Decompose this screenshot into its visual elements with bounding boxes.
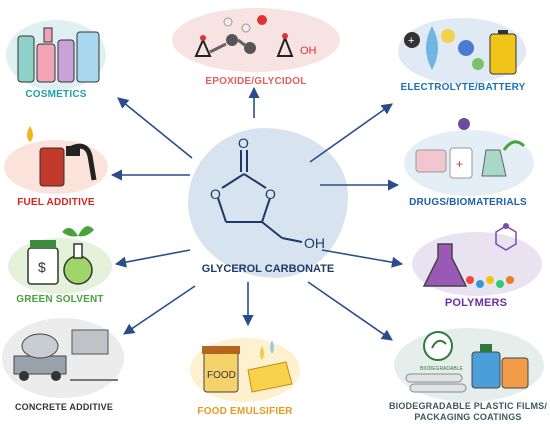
arrow-polymers [321, 249, 404, 268]
cosmetics-label: COSMETICS [25, 89, 87, 100]
dollar-sign: $ [38, 259, 46, 275]
drugs-label: DRUGS/BIOMATERIALS [409, 197, 527, 208]
epoxide-blob [172, 8, 340, 72]
polymers-label: POLYMERS [444, 297, 508, 309]
hydroxyl-label: OH [300, 45, 317, 57]
solvent-blob [8, 238, 112, 294]
biodegradable-badge: BIODEGRADABLE [420, 366, 463, 372]
glycerol-carbonate-label: GLYCEROL CARBONATE [201, 263, 335, 275]
plastics-label-line1: BIODEGRADABLE PLASTIC FILMS/ [388, 401, 548, 411]
svg-text:+: + [456, 157, 463, 171]
concrete-additive-label: CONCRETE ADDITIVE [14, 402, 114, 412]
svg-text:+: + [408, 35, 414, 47]
hydroxyl-group: OH [304, 235, 325, 251]
drugs-biomaterials-icon: + [415, 118, 526, 179]
carbonyl-oxygen: O [238, 135, 249, 151]
glycerol-carbonate-structure [217, 150, 303, 243]
arrow-cosmetics [117, 97, 193, 159]
ring-oxygen-left: O [210, 186, 221, 202]
epoxide-molecule-icon: OH [194, 15, 317, 57]
arrow-plastics [307, 281, 393, 341]
food-emulsifier-label: FOOD EMULSIFIER [197, 406, 293, 417]
biodegradable-packaging-icon: BIODEGRADABLE [405, 331, 529, 393]
food-jar-icon: FOOD [202, 340, 293, 393]
polymers-flask-icon [422, 223, 517, 288]
arrow-solvent [114, 249, 191, 268]
fuel-additive-label: FUEL ADDITIVE [17, 197, 95, 208]
green-solvent-flask-icon: $ [27, 226, 94, 285]
ring-oxygen-right: O [265, 186, 276, 202]
battery-electrolyte-icon: + [404, 26, 517, 75]
arrow-concrete [123, 285, 196, 335]
green-solvent-label: GREEN SOLVENT [16, 294, 104, 305]
epoxide-label: EPOXIDE/GLYCIDOL [205, 76, 307, 87]
fuel-pump-icon [27, 126, 97, 187]
food-jar-text: FOOD [207, 370, 236, 381]
arrow-electrolyte [309, 103, 393, 163]
cosmetics-bottles-icon [17, 27, 100, 83]
concrete-mixer-icon [13, 329, 118, 381]
plastics-label-line2: PACKAGING COATINGS [414, 412, 522, 422]
electrolyte-label: ELECTROLYTE/BATTERY [400, 82, 526, 93]
